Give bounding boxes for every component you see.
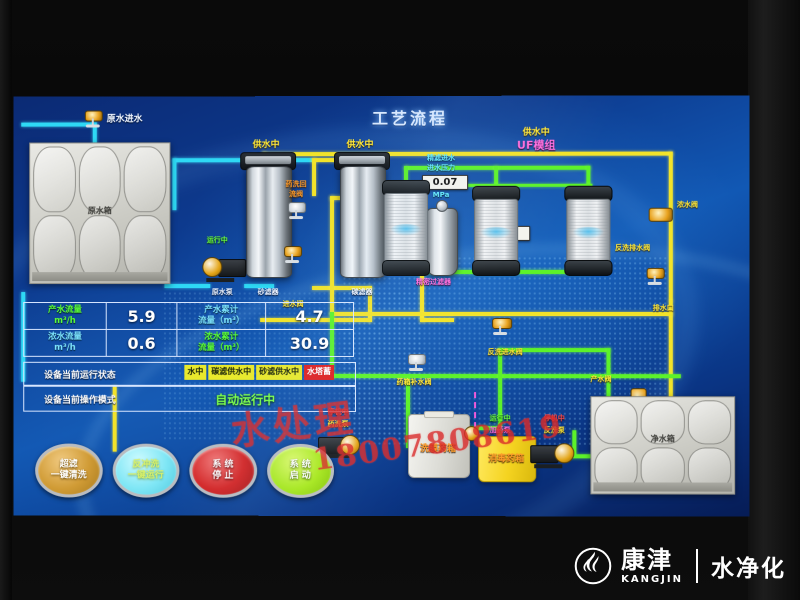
produced-flow-label: 产水流量 bbox=[48, 305, 82, 316]
raw-water-inlet-label: 原水进水 bbox=[106, 114, 143, 125]
clean-water-tank[interactable]: 净水箱 bbox=[590, 396, 736, 495]
system-start-line1: 系 统 bbox=[289, 459, 311, 470]
raw-water-pump-label: 原水泵 bbox=[211, 288, 233, 297]
concentrate-total-label: 浓水累计 bbox=[204, 332, 239, 343]
uf-membrane-3[interactable] bbox=[564, 185, 613, 276]
uf-module-label: UF模组 bbox=[516, 138, 556, 152]
drain-outlet-label: 排水口 bbox=[652, 303, 674, 313]
table-row: 产水流量 m³/h 5.9 产水累计 流量（m³） 4.7 bbox=[23, 302, 354, 330]
carbon-filter-status: 供水中 bbox=[346, 140, 374, 151]
uf-membrane-1[interactable] bbox=[381, 179, 431, 276]
operation-mode-row: 设备当前操作模式 自动运行中 bbox=[23, 385, 357, 412]
fine-filter-pressure-caption-1: 精滤进水 bbox=[427, 153, 456, 162]
concentrate-flow-unit: m³/h bbox=[54, 342, 76, 353]
backwash-pump-status: 停机中 bbox=[543, 414, 565, 423]
pipe-top-cyan-drop bbox=[172, 158, 177, 211]
concentrate-total-unit: 流量（m³） bbox=[198, 342, 245, 353]
backwash-pump[interactable] bbox=[530, 442, 575, 469]
concentrate-flow-label: 浓水流量 bbox=[48, 332, 82, 343]
uf-module-status: 供水中 bbox=[522, 127, 550, 138]
dosing-pump-label: 加药泵 bbox=[489, 426, 511, 435]
fine-filter-label: 精密过滤器 bbox=[416, 277, 452, 286]
page-title: 工艺流程 bbox=[372, 108, 449, 129]
system-start-line2: 启 动 bbox=[289, 470, 311, 481]
operation-mode-value: 自动运行中 bbox=[215, 392, 276, 407]
fine-filter-pressure-caption-2: 进水压力 bbox=[427, 163, 456, 172]
chem-wash-valve-label-1: 药洗回 bbox=[285, 180, 307, 189]
status-badge: 水塔蓄 bbox=[304, 364, 335, 380]
brand-name-cn: 康津 bbox=[621, 545, 674, 574]
status-badge: 水中 bbox=[184, 364, 207, 380]
control-button-row: 超滤 一键清洗 反冲洗 一键运行 系 统 停 止 系 统 启 动 bbox=[35, 443, 335, 498]
system-start-button[interactable]: 系 统 启 动 bbox=[266, 443, 335, 498]
concentrate-valve-label: 浓水阀 bbox=[676, 200, 698, 209]
status-badge-group: 水中 碳滤供水中 砂滤供水中 水塔蓄 bbox=[184, 364, 409, 380]
concentrate-total-value: 30.9 bbox=[289, 333, 330, 353]
clean-water-tank-label: 净水箱 bbox=[650, 434, 675, 444]
equipment-status-caption: 设备当前运行状态 bbox=[44, 370, 116, 381]
produced-total-value: 4.7 bbox=[295, 306, 324, 326]
pipe-uf-left-riser bbox=[330, 196, 335, 316]
brand-tagline: 水净化 bbox=[711, 556, 786, 582]
disinfect-tank-label: 消毒药箱 bbox=[488, 454, 525, 465]
uf-one-key-clean-line2: 一键清洗 bbox=[50, 470, 87, 481]
bezel-right-edge bbox=[748, 0, 800, 600]
brand-logo: 康津 KANGJIN 水净化 bbox=[574, 546, 786, 586]
backwash-pump-label: 反洗泵 bbox=[543, 426, 565, 435]
pipe-fine-filter-right bbox=[420, 318, 455, 323]
hmi-screen[interactable]: 工艺流程 原水进水 原水箱 运行中 原水泵 供水中 砂滤器 供水中 bbox=[13, 95, 750, 517]
brand-name-en: KANGJIN bbox=[621, 573, 683, 585]
flow-data-table: 产水流量 m³/h 5.9 产水累计 流量（m³） 4.7 bbox=[23, 302, 354, 357]
fine-filter-vessel[interactable] bbox=[426, 207, 459, 276]
sand-filter-status: 供水中 bbox=[252, 140, 280, 151]
bezel-left-edge bbox=[0, 0, 12, 600]
raw-water-pump[interactable] bbox=[202, 256, 247, 283]
backwash-one-key-button[interactable]: 反冲洗 一键运行 bbox=[112, 443, 180, 498]
sand-filter-label: 砂滤器 bbox=[257, 288, 279, 297]
uf-one-key-clean-button[interactable]: 超滤 一键清洗 bbox=[35, 443, 103, 498]
table-row: 浓水流量 m³/h 0.6 浓水累计 流量（m³） 30.9 bbox=[23, 329, 354, 357]
flame-icon bbox=[574, 547, 612, 585]
concentrate-flow-value: 0.6 bbox=[127, 333, 156, 353]
produced-flow-value: 5.9 bbox=[127, 306, 156, 326]
produced-flow-unit: m³/h bbox=[54, 315, 76, 326]
operation-mode-caption: 设备当前操作模式 bbox=[44, 395, 116, 406]
brand-divider bbox=[696, 549, 698, 583]
uf-membrane-2[interactable] bbox=[472, 185, 521, 276]
carbon-filter-vessel[interactable] bbox=[340, 165, 386, 279]
backwash-inlet-valve-label: 反洗进水阀 bbox=[487, 348, 523, 357]
raw-water-tank-label: 原水箱 bbox=[87, 206, 112, 216]
produced-total-unit: 流量（m³） bbox=[198, 315, 245, 326]
chem-wash-valve-label-2: 流阀 bbox=[289, 190, 304, 199]
product-water-valve-label: 产水阀 bbox=[590, 375, 612, 384]
uf-one-key-clean-line1: 超滤 bbox=[59, 459, 78, 470]
system-stop-line2: 停 止 bbox=[212, 470, 234, 481]
carbon-filter-label: 碳滤器 bbox=[351, 288, 373, 297]
raw-water-tank[interactable]: 原水箱 bbox=[29, 142, 171, 285]
status-badge: 砂滤供水中 bbox=[256, 364, 303, 380]
pipe-uf-bottom-trunk bbox=[330, 311, 673, 317]
status-badge: 碳滤供水中 bbox=[208, 364, 255, 380]
backwash-one-key-line2: 一键运行 bbox=[127, 470, 164, 481]
pipe-uf-right-riser bbox=[668, 151, 673, 302]
system-stop-button[interactable]: 系 统 停 止 bbox=[189, 443, 257, 498]
membrane-wash-tank-label: 洗膜药箱 bbox=[419, 444, 457, 455]
dosing-pump-status: 运行中 bbox=[489, 414, 511, 423]
fine-filter-gauge-icon bbox=[436, 199, 449, 212]
backwash-one-key-line1: 反冲洗 bbox=[132, 459, 160, 470]
system-stop-line1: 系 统 bbox=[212, 459, 234, 470]
raw-water-pump-status: 运行中 bbox=[206, 236, 228, 245]
produced-total-label: 产水累计 bbox=[204, 305, 239, 316]
backwash-drain-valve-label: 反洗排水阀 bbox=[615, 243, 651, 252]
chem-wash-pump-label: 药洗泵 bbox=[327, 419, 349, 428]
